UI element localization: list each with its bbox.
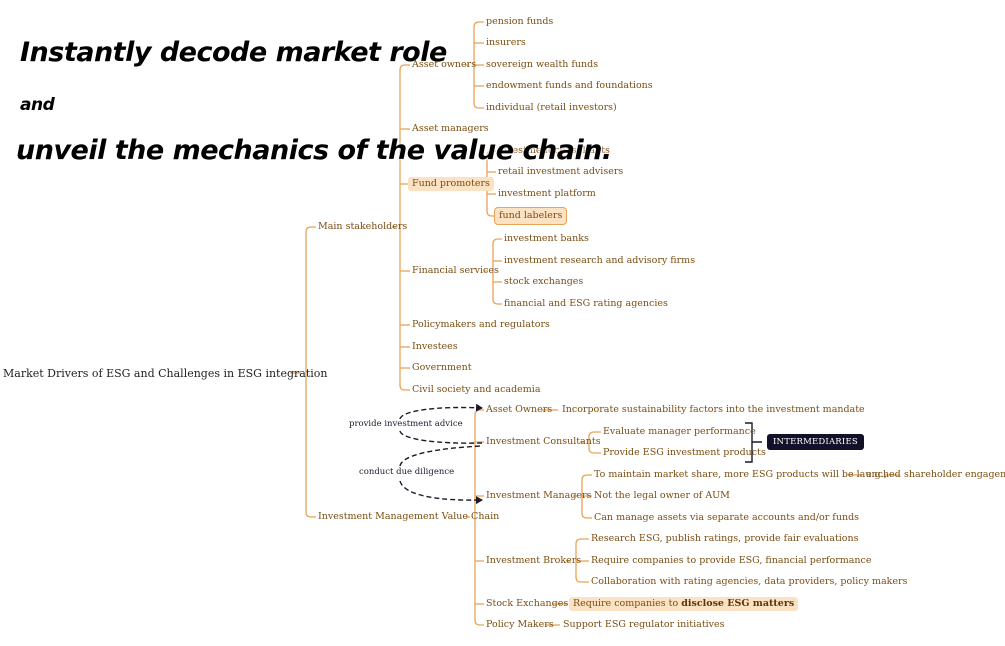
leaf-vc-require-esg[interactable]: Require companies to provide ESG, financ… [591,555,872,566]
leaf-vc-evaluate[interactable]: Evaluate manager performance [603,426,756,437]
headline-line-1: Instantly decode market role [20,37,447,68]
leaf-vc-engagement[interactable]: shareholder engagement [904,469,1005,480]
topic-vc-policy[interactable]: Policy Makers [486,619,554,630]
branch-vc-brokers-link-0 [575,538,589,545]
topic-main-stakeholders[interactable]: Main stakeholders [318,221,408,232]
headline-line-3: unveil the mechanics of the value chain. [16,135,612,166]
headline-line-2: and [20,95,55,115]
leaf-vc-disclose-prefix: Require companies to [573,598,682,609]
leaf-vc-not-owner[interactable]: Not the legal owner of AUM [594,490,730,501]
topic-vc-exchanges[interactable]: Stock Exchanges [486,598,569,609]
branch-value-chain-link-0 [474,409,484,416]
topic-vc-asset-owners[interactable]: Asset Owners [486,404,553,415]
leaf-stock-exchanges[interactable]: stock exchanges [504,276,584,287]
leaf-fund-labelers[interactable]: fund labelers [494,207,568,225]
topic-asset-owners[interactable]: Asset owners [412,59,477,70]
topic-government[interactable]: Government [412,362,472,373]
branch-vc-consultants-link-1 [588,447,601,454]
intermediaries-bracket [745,422,762,463]
topic-fund-promoters[interactable]: Fund promoters [408,177,494,191]
branch-vc-brokers-link-2 [575,576,589,583]
branch-fund-promoters-link-0 [486,150,496,157]
relation-advice-arrow [399,403,483,420]
relation-label-diligence[interactable]: conduct due diligence [359,467,455,477]
leaf-rating-agencies[interactable]: financial and ESG rating agencies [504,298,668,309]
topic-civil-society[interactable]: Civil society and academia [412,384,541,395]
branch-root-link-1 [305,511,316,518]
leaf-vc-collaboration[interactable]: Collaboration with rating agencies, data… [591,576,908,587]
branch-vc-managers-link-2 [581,512,592,519]
branch-vc-managers-link-0 [581,474,592,481]
leaf-vc-market-share[interactable]: To maintain market share, more ESG produ… [594,469,901,480]
leaf-vc-eg[interactable]: e.g., [866,469,887,480]
branch-root-link-0 [305,226,316,233]
topic-policymakers[interactable]: Policymakers and regulators [412,319,550,330]
leaf-vc-research-esg[interactable]: Research ESG, publish ratings, provide f… [591,533,859,544]
topic-financial-services[interactable]: Financial services [412,265,499,276]
leaf-vc-support[interactable]: Support ESG regulator initiatives [563,619,725,630]
branch-vc-consultants-link-0 [588,431,601,438]
leaf-vc-mandate[interactable]: Incorporate sustainability factors into … [562,404,865,415]
leaf-pension-funds[interactable]: pension funds [486,16,554,27]
leaf-vc-provide-products[interactable]: Provide ESG investment products [603,447,766,458]
relation-diligence-tail [399,445,483,467]
topic-value-chain[interactable]: Investment Management Value Chain [318,511,500,522]
topic-vc-brokers[interactable]: Investment Brokers [486,555,582,566]
topic-asset-managers[interactable]: Asset managers [412,123,489,134]
leaf-individual-investors[interactable]: individual (retail investors) [486,102,617,113]
branch-fund-promoters-link-3 [486,210,496,217]
leaf-research-advisory[interactable]: investment research and advisory firms [504,255,696,266]
branch-financial-services-link-3 [492,298,502,305]
leaf-vc-disclose[interactable]: Require companies to disclose ESG matter… [569,597,799,611]
branch-stakeholders-link-0 [399,64,410,71]
leaf-investment-banks[interactable]: investment banks [504,233,589,244]
relation-diligence-arrow [399,480,483,505]
topic-vc-consultants[interactable]: Investment Consultants [486,436,601,447]
root-topic[interactable]: Market Drivers of ESG and Challenges in … [3,367,328,380]
branch-stakeholders-link-7 [399,384,410,391]
branch-asset-owners-link-4 [473,102,484,109]
leaf-sovereign-wealth-funds[interactable]: sovereign wealth funds [486,59,599,70]
relation-label-advice[interactable]: provide investment advice [349,419,463,429]
leaf-investment-platform[interactable]: investment platform [498,188,596,199]
leaf-vc-separate-accounts[interactable]: Can manage assets via separate accounts … [594,512,860,523]
leaf-retail-advisers[interactable]: retail investment advisers [498,166,624,177]
topic-vc-managers[interactable]: Investment Managers [486,490,592,501]
leaf-insurers[interactable]: insurers [486,37,526,48]
intermediaries-badge[interactable]: INTERMEDIARIES [767,434,864,450]
relation-advice-tail [399,430,483,444]
branch-asset-owners-link-0 [473,21,484,28]
branch-financial-services-link-0 [492,238,502,245]
branch-value-chain-link-5 [474,619,484,626]
leaf-vc-disclose-bold: disclose ESG matters [681,598,795,609]
leaf-investment-consultants[interactable]: investment consultants [498,145,610,156]
topic-investees[interactable]: Investees [412,341,458,352]
leaf-endowment-funds[interactable]: endowment funds and foundations [486,80,653,91]
